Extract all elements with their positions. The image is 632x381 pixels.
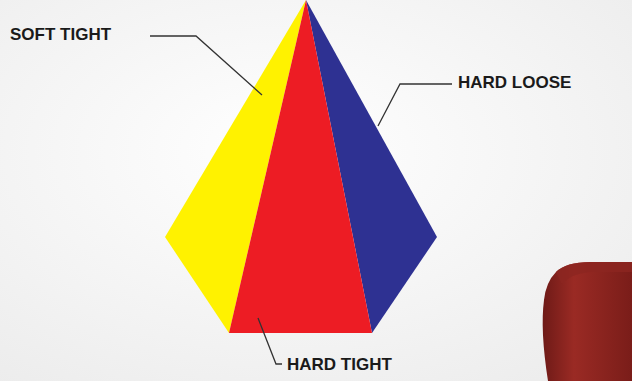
part-label: SOFT TIGHT [10,25,111,45]
part-label: HARD LOOSE [458,73,571,93]
leader-line [378,84,452,126]
part-label: HARD TIGHT [287,355,392,375]
red-face [229,0,372,333]
leader-line [150,36,262,95]
leader-line [258,318,282,364]
red-object [543,262,632,381]
red-object-edge [556,262,632,284]
